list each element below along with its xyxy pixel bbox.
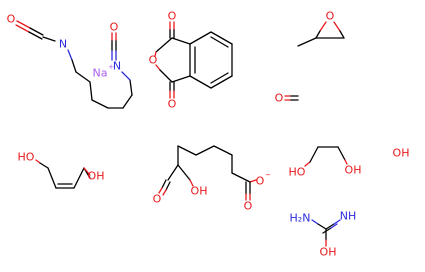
butenediol: HO OH xyxy=(18,151,105,189)
bond xyxy=(171,37,191,45)
atom-na: Na xyxy=(93,67,108,80)
atom-o: O xyxy=(149,54,158,67)
bond xyxy=(333,219,341,225)
bond xyxy=(309,146,319,163)
bond xyxy=(89,81,93,101)
bond xyxy=(210,36,229,48)
bond xyxy=(83,167,91,176)
adipate: O − O OH O xyxy=(153,145,271,213)
atom-o: O xyxy=(110,21,119,34)
bond xyxy=(67,49,73,61)
bond xyxy=(322,227,332,234)
bond xyxy=(28,31,43,40)
atom-h2n: H₂N xyxy=(290,212,311,225)
bond xyxy=(75,71,91,83)
atom-o: O xyxy=(326,10,335,23)
bond xyxy=(165,181,171,191)
bond xyxy=(210,31,233,45)
atom-oh: OH xyxy=(88,170,105,183)
bond xyxy=(337,146,346,161)
atom-ho: HO xyxy=(18,151,35,164)
bond xyxy=(71,59,77,73)
bond xyxy=(129,79,133,96)
atom-oh: OH xyxy=(393,147,410,160)
bond xyxy=(210,75,233,89)
bond xyxy=(333,21,341,32)
bond xyxy=(189,75,212,89)
bond xyxy=(122,94,133,109)
hydroxide: OH xyxy=(393,147,410,160)
ethylene-glycol: HO OH xyxy=(289,146,362,179)
bond xyxy=(195,145,215,156)
bond xyxy=(189,31,212,45)
bond xyxy=(171,75,191,83)
atom-o: O xyxy=(7,13,16,26)
bond xyxy=(311,219,319,225)
atom-n: N xyxy=(113,60,121,73)
atom-o: O xyxy=(168,10,177,23)
bond xyxy=(325,223,335,230)
bond xyxy=(29,27,44,36)
bond xyxy=(213,145,233,156)
bond xyxy=(317,223,327,230)
bond xyxy=(158,187,163,194)
bond xyxy=(73,167,85,189)
charge-minus: − xyxy=(265,171,271,179)
bond xyxy=(189,179,194,187)
atom-n: N xyxy=(59,38,67,51)
bond xyxy=(15,24,30,33)
atom-o: O xyxy=(256,175,265,188)
bond xyxy=(177,145,197,156)
bond xyxy=(91,99,109,109)
atom-oh: OH xyxy=(345,164,362,177)
atom-o: O xyxy=(168,98,177,111)
bond xyxy=(162,189,167,196)
atom-oh: OH xyxy=(191,185,208,198)
atom-ho: HO xyxy=(289,166,306,179)
sodium-ring: Na + N O xyxy=(89,21,133,109)
bond xyxy=(155,37,173,53)
bond xyxy=(231,172,251,183)
bond xyxy=(159,69,173,83)
urea: H₂N NH OH xyxy=(290,210,357,259)
bond xyxy=(121,71,131,81)
bond xyxy=(330,223,338,229)
isocyanate-left: O N xyxy=(7,13,91,83)
atom-o: O xyxy=(275,92,284,105)
bond xyxy=(339,30,345,39)
bond xyxy=(39,162,49,169)
bond xyxy=(344,159,348,165)
bond xyxy=(304,161,311,167)
bond xyxy=(167,164,179,181)
bond xyxy=(319,21,327,32)
formaldehyde: O xyxy=(275,92,299,105)
atom-o: O xyxy=(153,193,162,206)
bond xyxy=(297,37,317,47)
bond xyxy=(161,179,167,189)
propylene-oxide: O xyxy=(297,10,345,47)
bond xyxy=(16,20,31,29)
bond xyxy=(47,167,57,189)
bond xyxy=(177,164,191,181)
atom-oh: OH xyxy=(320,246,337,259)
bond xyxy=(42,36,56,42)
atom-nh: NH xyxy=(340,210,357,223)
bond xyxy=(210,72,229,84)
atom-o: O xyxy=(244,200,253,213)
bond xyxy=(249,179,257,183)
bond xyxy=(315,30,321,39)
charge-plus: + xyxy=(108,63,114,71)
phthalic-anhydride: O O O xyxy=(149,10,233,111)
bond xyxy=(154,51,157,57)
bond xyxy=(35,159,41,164)
bond xyxy=(155,64,161,71)
